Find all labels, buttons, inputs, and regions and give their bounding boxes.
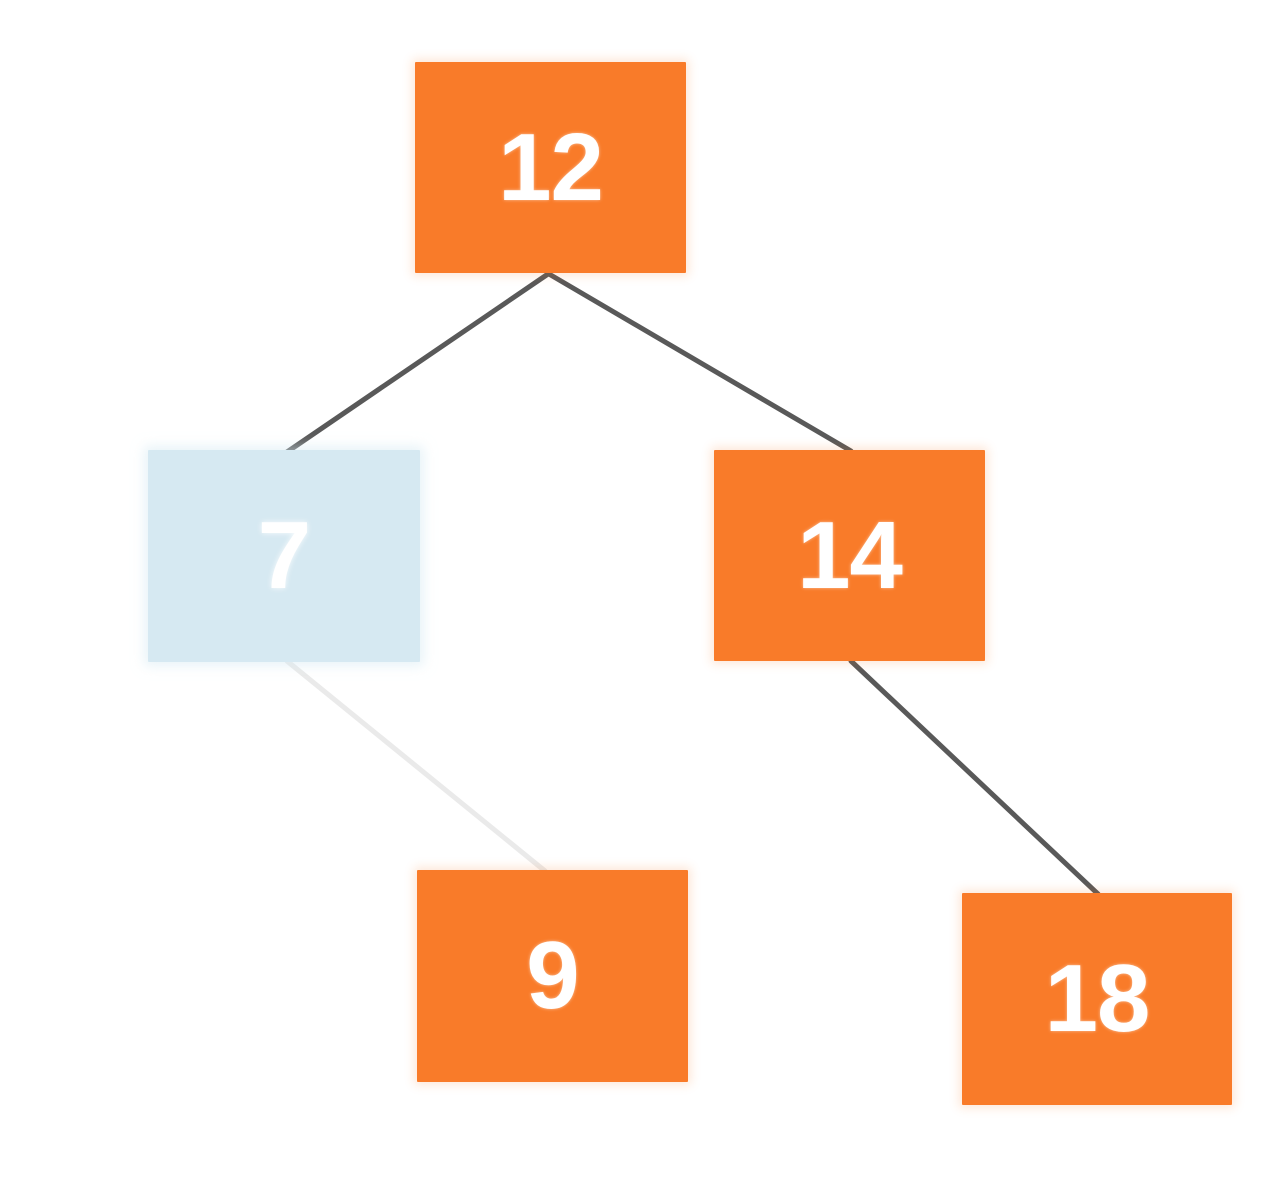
tree-edge-n7-n9 <box>284 658 548 874</box>
tree-node-label: 12 <box>498 113 604 221</box>
tree-node-label: 14 <box>797 501 903 609</box>
tree-node-14[interactable]: 14 <box>714 450 985 661</box>
tree-node-label: 7 <box>257 502 311 609</box>
tree-edge-n12-n7 <box>284 271 551 455</box>
tree-node-9[interactable]: 9 <box>417 870 688 1082</box>
tree-node-18[interactable]: 18 <box>962 893 1232 1105</box>
tree-edge-n14-n18 <box>848 658 1101 897</box>
tree-node-label: 9 <box>526 922 579 1029</box>
tree-node-7[interactable]: 7 <box>148 450 420 662</box>
tree-node-12[interactable]: 12 <box>415 62 686 273</box>
tree-node-label: 18 <box>1044 945 1151 1052</box>
tree-edge-n12-n14 <box>546 271 854 454</box>
